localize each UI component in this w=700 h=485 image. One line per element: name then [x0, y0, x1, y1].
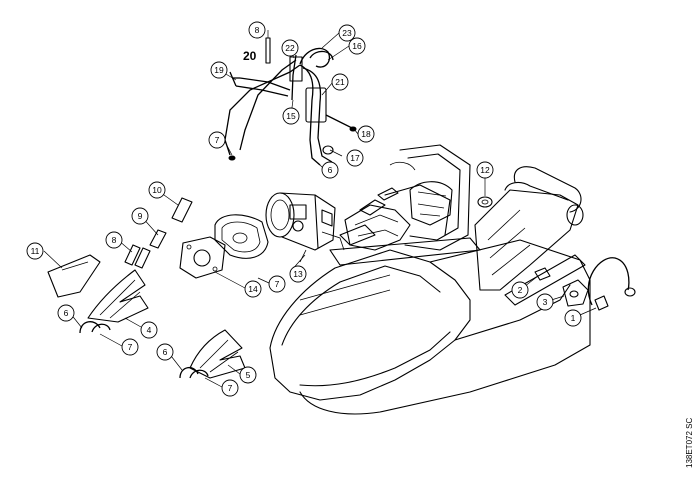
pin-parts — [124, 197, 193, 269]
callout-6b-label: 6 — [163, 347, 168, 357]
callout-7b: 7 — [268, 275, 286, 293]
callout-1-label: 1 — [571, 313, 576, 323]
callout-23-label: 23 — [342, 28, 352, 38]
pad-part — [47, 254, 101, 298]
callout-15-label: 15 — [286, 111, 296, 121]
callout-16-label: 16 — [352, 41, 362, 51]
handle-housing — [269, 144, 591, 415]
spring-clip-5 — [179, 329, 246, 379]
carburetor-part — [265, 192, 345, 263]
callout-23: 23 — [338, 24, 356, 42]
callout-14: 14 — [244, 280, 262, 298]
callout-12: 12 — [476, 161, 494, 179]
callout-3: 3 — [536, 293, 554, 311]
callout-5: 5 — [239, 366, 257, 384]
callout-10-label: 10 — [152, 185, 162, 195]
callout-19: 19 — [210, 61, 228, 79]
callout-7d: 7 — [221, 379, 239, 397]
callout-6a: 6 — [57, 304, 75, 322]
callout-13-label: 13 — [293, 269, 303, 279]
callout-21: 21 — [331, 73, 349, 91]
callout-18-label: 18 — [361, 129, 371, 139]
callout-16: 16 — [348, 37, 366, 55]
callout-6c: 6 — [321, 161, 339, 179]
small-parts-right — [477, 196, 636, 311]
callout-1: 1 — [564, 309, 582, 327]
document-code: 138ET072 SC — [685, 418, 694, 468]
callout-8a-label: 8 — [255, 25, 260, 35]
callout-11: 11 — [26, 242, 44, 260]
callout-22: 22 — [281, 39, 299, 57]
callout-8b: 8 — [105, 231, 123, 249]
flange-plate-part — [179, 236, 226, 279]
callout-8a: 8 — [248, 21, 266, 39]
callout-2-label: 2 — [518, 285, 523, 295]
callout-6a-label: 6 — [64, 308, 69, 318]
callout-9: 9 — [131, 207, 149, 225]
callout-21-label: 21 — [335, 77, 345, 87]
callout-6c-label: 6 — [328, 165, 333, 175]
callout-4-label: 4 — [147, 325, 152, 335]
callout-12-label: 12 — [480, 165, 490, 175]
callout-2: 2 — [511, 281, 529, 299]
callout-7c-label: 7 — [128, 342, 133, 352]
callout-8b-label: 8 — [112, 235, 117, 245]
callout-17-label: 17 — [350, 153, 360, 163]
callout-4: 4 — [140, 321, 158, 339]
callout-9-label: 9 — [138, 211, 143, 221]
leader-lines — [43, 30, 597, 388]
callout-15: 15 — [282, 107, 300, 125]
callout-3-label: 3 — [543, 297, 548, 307]
callout-6b: 6 — [156, 343, 174, 361]
callout-7d-label: 7 — [228, 383, 233, 393]
callout-11-label: 11 — [31, 246, 40, 256]
callout-19-label: 19 — [214, 65, 224, 75]
callout-7b-label: 7 — [275, 279, 280, 289]
callout-7c: 7 — [121, 338, 139, 356]
wire-harness — [224, 37, 357, 166]
spring-clip-4 — [79, 269, 149, 334]
callout-17: 17 — [346, 149, 364, 167]
callout-22-label: 22 — [285, 43, 295, 53]
assembly-label: 20 — [243, 49, 257, 63]
gasket-part — [214, 214, 269, 259]
callout-5-label: 5 — [246, 370, 251, 380]
callout-7a: 7 — [208, 131, 226, 149]
callout-14-label: 14 — [248, 284, 258, 294]
callout-10: 10 — [148, 181, 166, 199]
callout-18: 18 — [357, 125, 375, 143]
callout-7a-label: 7 — [215, 135, 220, 145]
callout-13: 13 — [289, 265, 307, 283]
